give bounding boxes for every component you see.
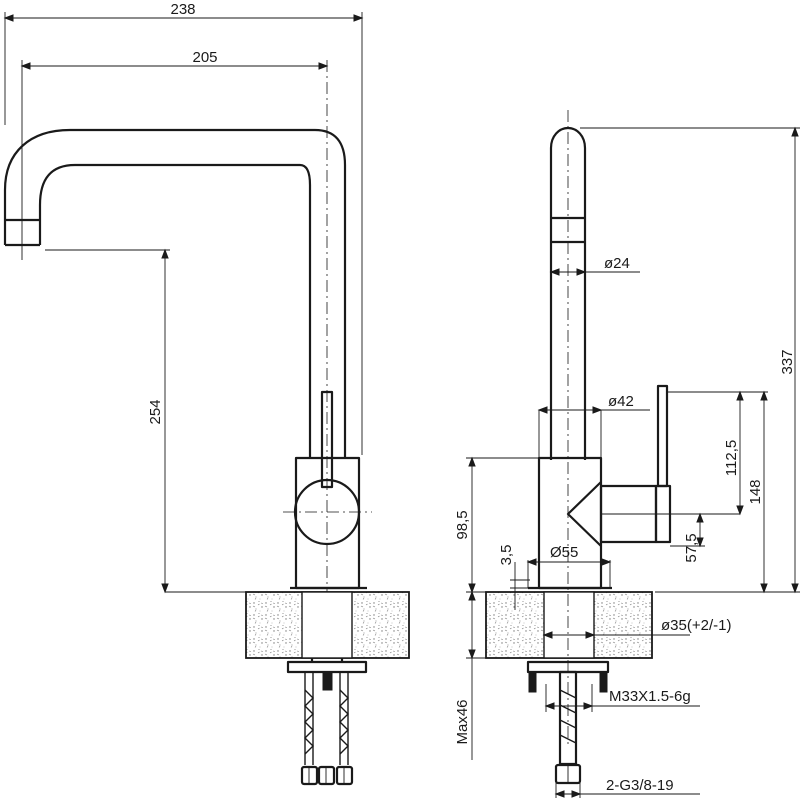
dimension-label-base-diameter: Ø55 — [550, 544, 578, 561]
lever-handle-side — [656, 384, 669, 488]
front-view: 238 205 254 — [3, 1, 410, 786]
dimension-label-hole-diameter: ø35(+2/-1) — [661, 617, 731, 634]
dimension-label-hose-connection: 2-G3/8-19 — [606, 777, 674, 794]
dimension-205: 205 — [20, 49, 329, 260]
dimension-base-diameter: Ø55 — [526, 544, 612, 588]
dimension-337: 337 — [580, 126, 800, 594]
dimension-label-handle-offset: 57,5 — [683, 533, 700, 562]
dimension-body-height: 98,5 — [454, 456, 539, 594]
dimension-label-handle-height: 112,5 — [723, 440, 740, 476]
dimension-label-max-thickness: Max46 — [454, 699, 471, 744]
dimension-handle: 112,5 148 57,5 — [600, 390, 768, 594]
dimension-label-total-height: 337 — [779, 349, 796, 374]
dimension-label-thread: M33X1.5-6g — [609, 688, 691, 705]
side-view: 337 ø24 ø42 112,5 148 — [454, 110, 800, 798]
dimension-label-spout-height: 254 — [147, 399, 164, 424]
dimension-238: 238 — [3, 1, 364, 455]
dimension-label-body-diameter: ø42 — [608, 393, 634, 410]
countertop-section-side — [485, 591, 653, 659]
faucet-body-front — [3, 60, 372, 592]
dimension-label-base-ring: 3,5 — [498, 545, 515, 566]
underside-fitting-front — [286, 658, 368, 786]
dimension-label-handle-top-height: 148 — [747, 479, 764, 504]
dimension-label-overall-width: 238 — [170, 1, 195, 18]
faucet-body-side — [528, 110, 672, 745]
underside-fitting-side — [526, 660, 610, 785]
dimension-body-diameter: ø42 — [537, 393, 650, 458]
dimension-base-ring: 3,5 — [498, 545, 530, 610]
countertop-section-front — [245, 591, 410, 659]
dimension-max-thickness: Max46 — [454, 590, 486, 760]
dimension-hose-connection: 2-G3/8-19 — [554, 777, 700, 798]
dimension-label-spout-reach: 205 — [192, 49, 217, 66]
dimension-label-body-height: 98,5 — [454, 510, 471, 539]
dimension-hole-diameter: ø35(+2/-1) — [542, 617, 731, 639]
dimension-label-spout-diameter: ø24 — [604, 255, 630, 272]
dimension-254: 254 — [45, 248, 246, 594]
dimension-thread: M33X1.5-6g — [544, 684, 700, 712]
dimension-spout-diameter: ø24 — [549, 255, 640, 276]
